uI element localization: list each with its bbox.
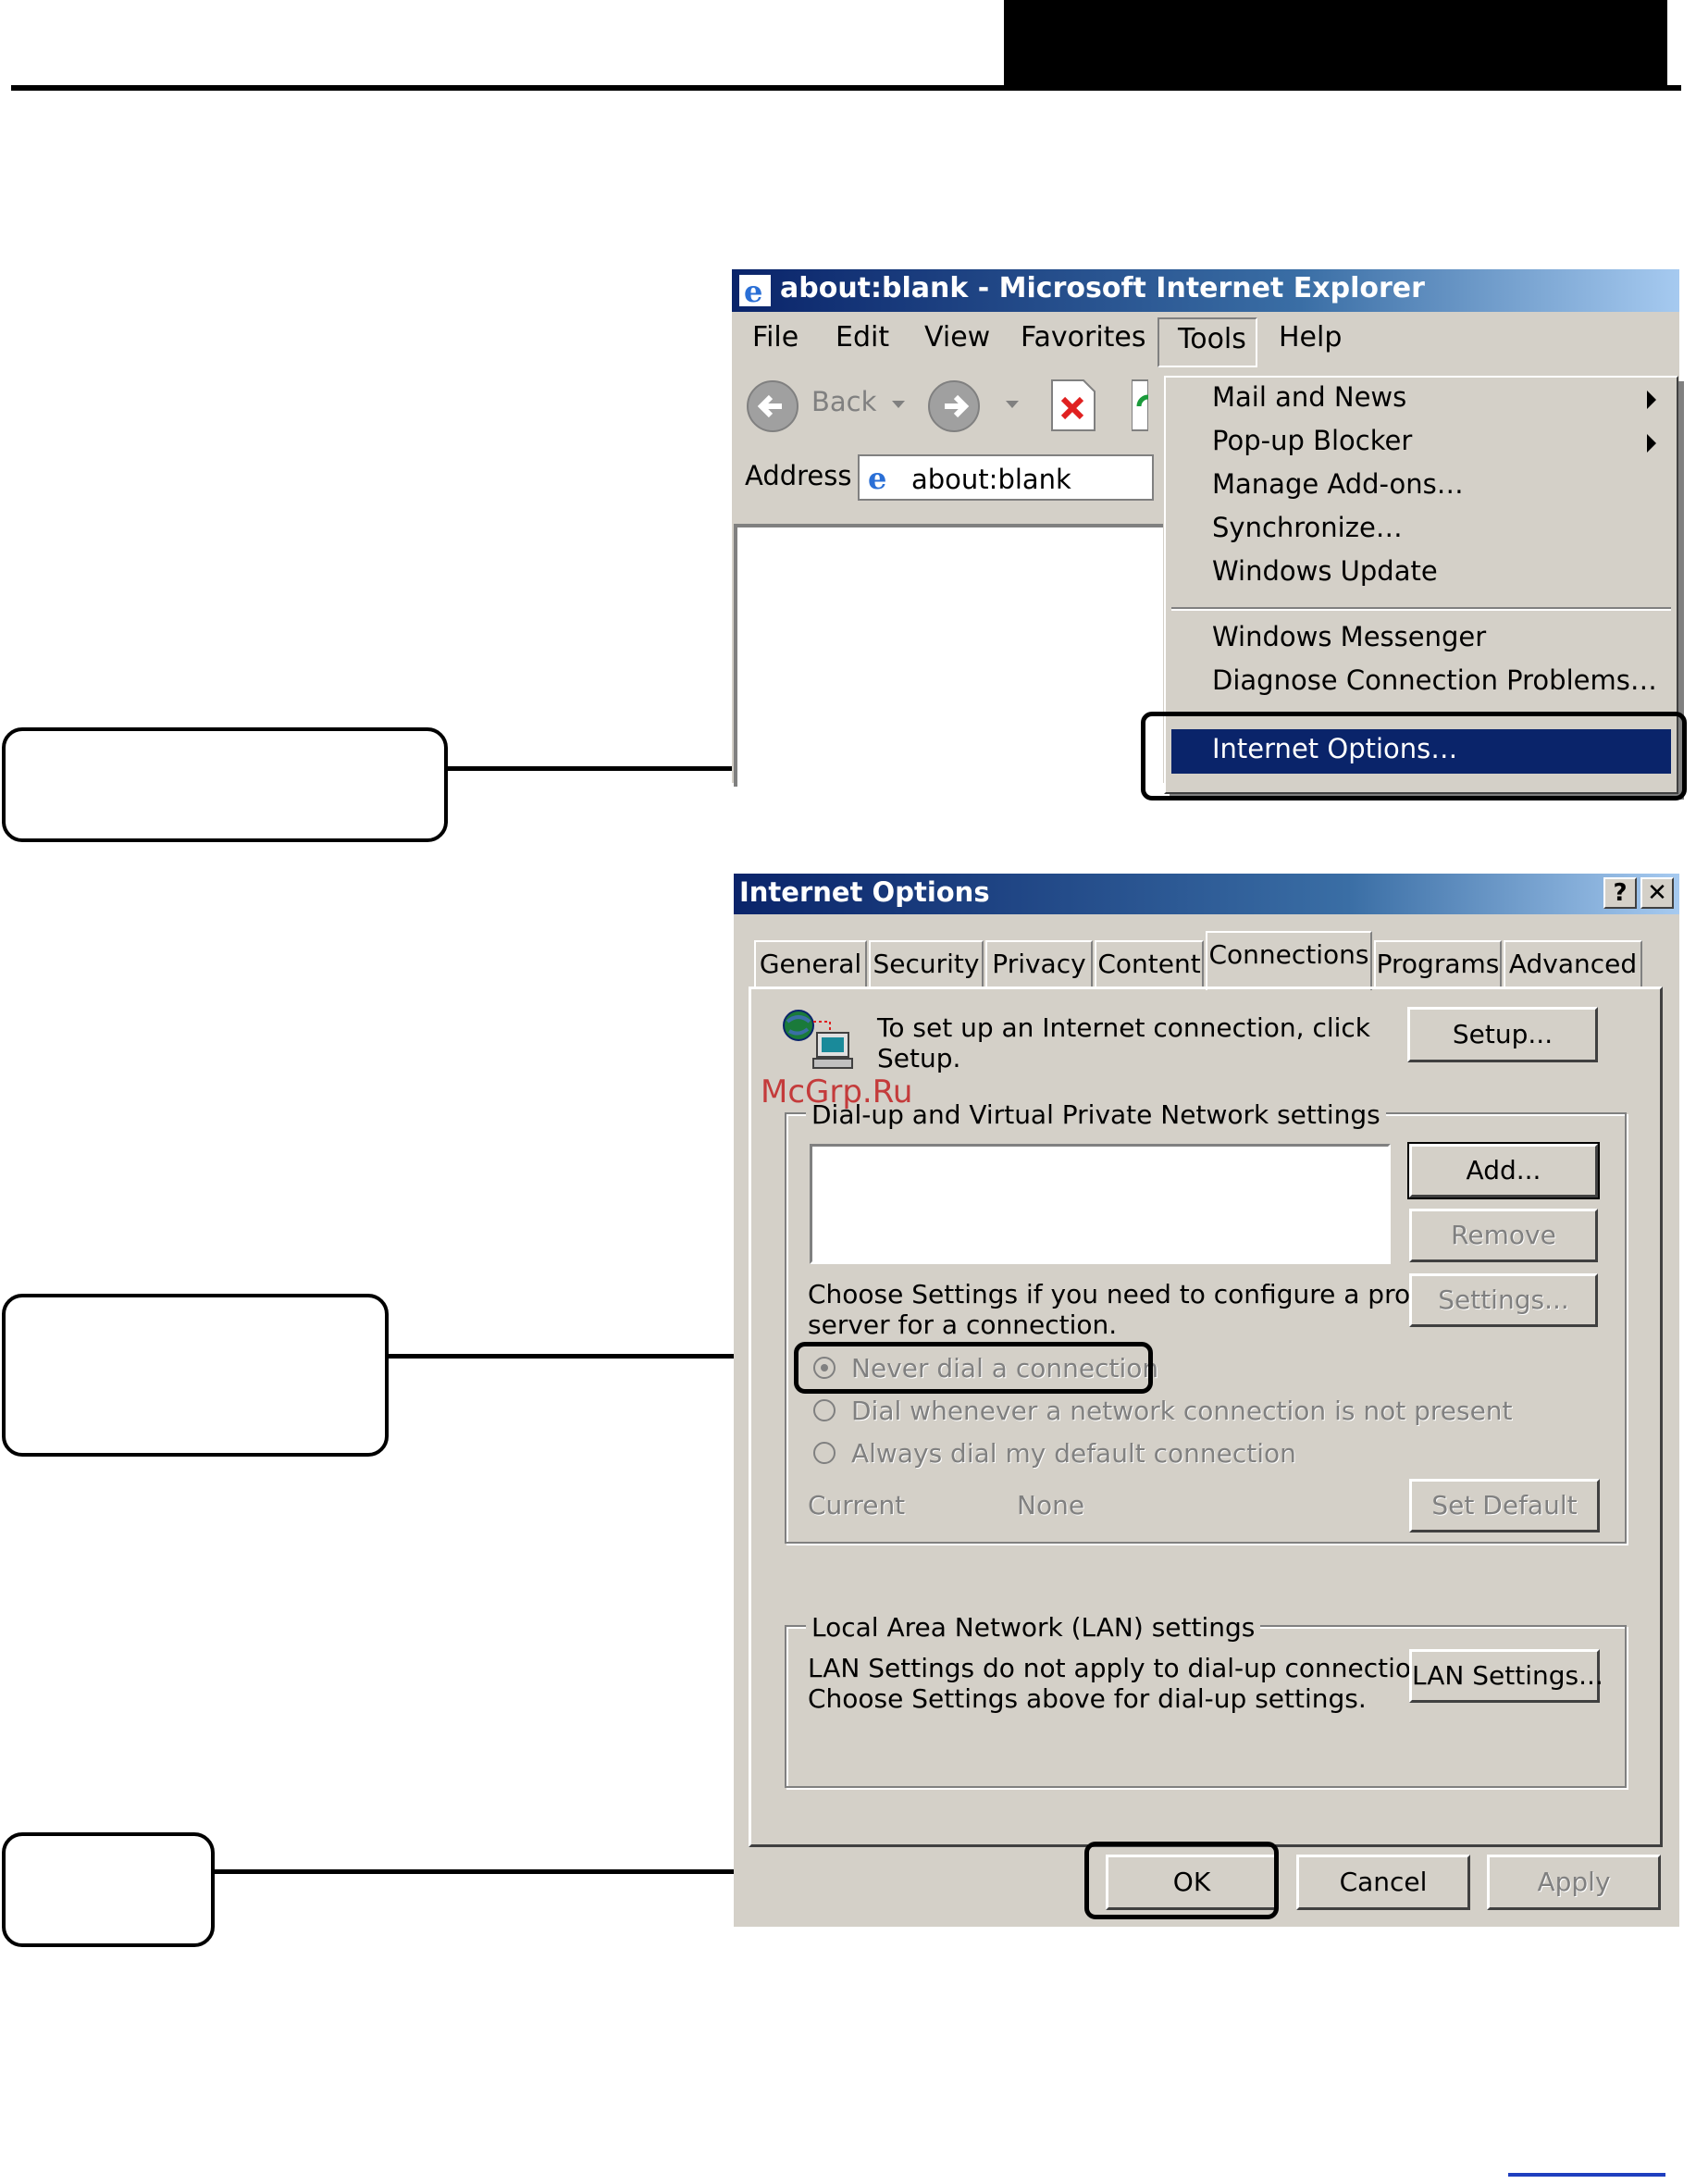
refresh-icon[interactable] [1132,378,1148,432]
tab-privacy[interactable]: Privacy [985,940,1093,988]
menu-item-internet-options[interactable]: Internet Options… [1212,733,1458,764]
radio-always-dial[interactable] [813,1442,836,1464]
lan-group-label: Local Area Network (LAN) settings [806,1612,1261,1643]
radio-always-dial-label[interactable]: Always dial my default connection [851,1438,1296,1469]
menu-tools-box [1157,317,1257,367]
apply-button[interactable]: Apply [1487,1855,1661,1910]
submenu-arrow-icon [1647,391,1656,409]
highlight-never-dial [794,1342,1153,1394]
setup-text-line-1: To set up an Internet connection, click [877,1012,1371,1043]
header-rule [11,85,1681,91]
menu-favorites[interactable]: Favorites [1021,321,1146,354]
internet-options-dialog: Internet Options ? ✕ General Security Pr… [734,874,1679,1927]
menu-item-windows-messenger[interactable]: Windows Messenger [1212,621,1487,652]
radio-dial-whenever[interactable] [813,1399,836,1421]
menu-edit[interactable]: Edit [836,321,890,354]
footer-link-underline [1508,2173,1665,2177]
menu-item-windows-update[interactable]: Windows Update [1212,555,1438,587]
lan-text-line-1: LAN Settings do not apply to dial-up con… [808,1653,1450,1683]
ie-window: e about:blank - Microsoft Internet Explo… [732,269,1679,787]
tab-advanced[interactable]: Advanced [1504,940,1642,988]
network-setup-icon [783,1010,853,1069]
ie-page-content [734,524,1163,787]
callout-box-2 [2,1294,389,1457]
svg-text:e: e [744,274,762,308]
menu-item-highlight [1171,729,1671,774]
ie-toolbar: Back [732,371,1148,434]
ie-logo-icon: e [739,274,771,308]
radio-never-dial-label[interactable]: Never dial a connection [851,1353,1159,1384]
svg-text:e: e [868,462,886,493]
cancel-button[interactable]: Cancel [1296,1855,1470,1910]
close-button[interactable]: ✕ [1640,877,1674,909]
ie-page-icon: e [868,462,886,493]
menu-separator [1171,607,1671,611]
menu-item-diagnose[interactable]: Diagnose Connection Problems… [1212,664,1657,696]
highlight-ok-button [1084,1842,1279,1919]
lan-settings-button[interactable]: LAN Settings... [1409,1649,1603,1703]
submenu-arrow-icon [1647,434,1656,453]
dialog-titlebar: Internet Options ? ✕ [734,874,1679,914]
ie-title-text: about:blank - Microsoft Internet Explore… [780,272,1425,304]
chevron-down-icon[interactable] [1006,401,1019,408]
menu-help[interactable]: Help [1279,321,1343,354]
menu-tools[interactable]: Tools [1178,323,1246,355]
header-black-block [1004,0,1667,91]
remove-button[interactable]: Remove [1409,1209,1598,1262]
callout-line-3 [215,1869,1084,1874]
callout-box-1 [2,727,448,842]
dialup-group-label: Dial-up and Virtual Private Network sett… [806,1099,1386,1130]
highlight-internet-options [1141,712,1687,800]
radio-selected-dot [821,1364,828,1371]
menu-item-synchronize[interactable]: Synchronize… [1212,512,1403,543]
settings-button[interactable]: Settings... [1409,1273,1598,1327]
radio-dial-whenever-label[interactable]: Dial whenever a network connection is no… [851,1396,1513,1426]
current-value: None [1017,1490,1085,1520]
back-arrow-icon[interactable] [745,378,800,434]
add-button[interactable]: Add... [1407,1142,1600,1199]
callout-line-2 [389,1354,794,1359]
setup-button[interactable]: Setup... [1407,1007,1598,1062]
menu-file[interactable]: File [752,321,799,354]
tab-general[interactable]: General [754,940,867,988]
address-value: about:blank [911,464,1071,495]
ie-address-bar: Address e about:blank [732,453,1154,501]
tab-content[interactable]: Content [1095,940,1204,988]
menu-item-manage-addons[interactable]: Manage Add-ons… [1212,468,1464,500]
menu-view[interactable]: View [924,321,991,354]
choose-text-line-2: server for a connection. [808,1309,1118,1340]
tab-programs[interactable]: Programs [1374,940,1502,988]
back-label[interactable]: Back [811,386,877,417]
stop-icon[interactable] [1048,378,1098,432]
forward-arrow-icon[interactable] [926,378,982,434]
tab-connections[interactable]: Connections [1206,931,1372,990]
setup-text-line-2: Setup. [877,1043,961,1073]
menu-item-popup-blocker[interactable]: Pop-up Blocker [1212,425,1413,456]
radio-never-dial[interactable] [813,1357,836,1379]
ie-titlebar: e about:blank - Microsoft Internet Explo… [732,269,1679,312]
tools-dropdown-menu: Mail and News Pop-up Blocker Manage Add-… [1164,376,1678,794]
address-label: Address [745,460,852,491]
menu-item-mail-and-news[interactable]: Mail and News [1212,381,1407,413]
set-default-button[interactable]: Set Default [1409,1479,1600,1533]
lan-text-line-2: Choose Settings above for dial-up settin… [808,1683,1367,1714]
choose-text-line-1: Choose Settings if you need to configure… [808,1279,1441,1309]
watermark: McGrp.Ru [761,1073,913,1111]
tab-security[interactable]: Security [869,940,984,988]
help-button[interactable]: ? [1603,877,1637,909]
chevron-down-icon[interactable] [892,401,905,408]
address-input[interactable]: e about:blank [858,454,1154,501]
connections-list[interactable] [810,1144,1391,1264]
callout-box-3 [2,1832,215,1947]
current-label: Current [808,1490,906,1520]
dialog-title: Internet Options [739,876,990,908]
